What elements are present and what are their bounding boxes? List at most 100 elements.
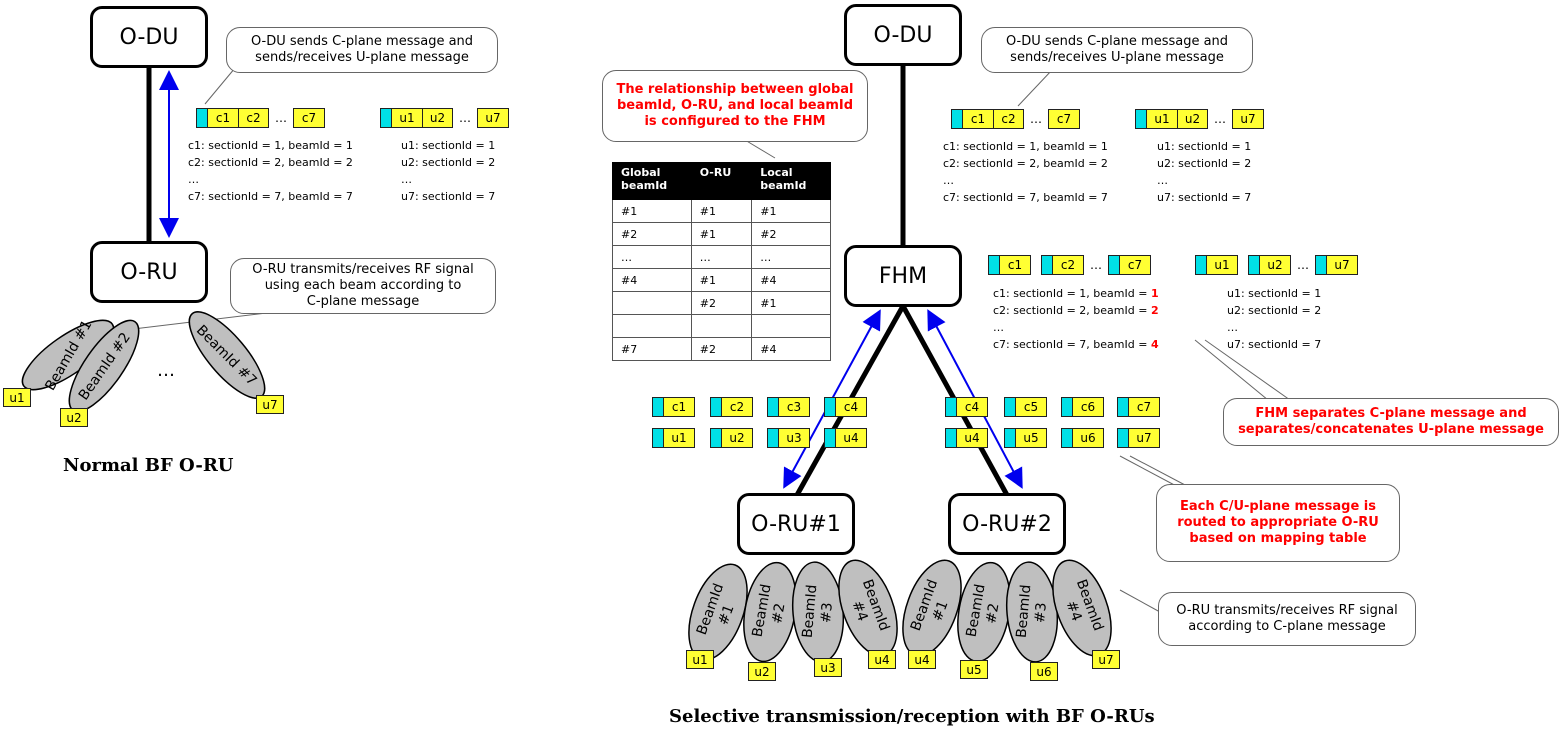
message-box: u3	[767, 428, 810, 448]
cplane-marker	[1316, 256, 1327, 274]
left-beam-dots: …	[157, 360, 175, 381]
message-box: c7	[1117, 397, 1160, 417]
fhm-box: FHM	[844, 245, 962, 307]
right-caption: Selective transmission/reception with BF…	[669, 706, 1155, 727]
mapping-table-cell: …	[612, 245, 692, 269]
left-cplane-info: c1: sectionId = 1, beamId = 1 c2: sectio…	[188, 137, 353, 205]
uplane-message: u7	[477, 108, 509, 128]
mapping-table-row: #2#1#2	[612, 222, 831, 246]
callout-line: O-RU transmits/receives RF signal	[1176, 603, 1398, 618]
cplane-marker	[1118, 429, 1129, 447]
info-line: u7: sectionId = 7	[1157, 191, 1252, 204]
local-beamid: 2	[1150, 304, 1159, 317]
callout-line: separates/concatenates U-plane message	[1238, 422, 1544, 437]
left-uplane-info: u1: sectionId = 1 u2: sectionId = 2 … u7…	[401, 137, 495, 205]
info-line: c7: sectionId = 7, beamId = 7	[188, 190, 353, 203]
header-line: beamId	[621, 179, 668, 192]
local-beamid: 4	[1150, 338, 1159, 351]
message: c1	[652, 397, 695, 417]
message-label: u4	[836, 429, 866, 447]
header-line: Global	[621, 166, 661, 179]
cplane-message: c1	[988, 255, 1031, 275]
callout-line: routed to appropriate O-RU	[1177, 515, 1379, 530]
message-label: u3	[779, 429, 809, 447]
mapping-table-cell: #2	[751, 222, 831, 246]
fhm-uplane-messages: u1 u2 … u7	[1195, 255, 1358, 275]
fhm-cplane-info: c1: sectionId = 1, beamId = 1 c2: sectio…	[993, 285, 1159, 353]
info-line: c7: sectionId = 7, beamId = 7	[943, 191, 1108, 204]
message-box: c2	[710, 397, 753, 417]
right-callout-route-pointer-a	[1119, 455, 1181, 489]
msg-dots: …	[1090, 258, 1102, 272]
fhm-uplane-info: u1: sectionId = 1 u2: sectionId = 2 … u7…	[1227, 285, 1321, 353]
right-callout-config-pointer	[744, 139, 776, 159]
message-label: u1	[664, 429, 694, 447]
right-odu-label: O-DU	[873, 22, 933, 48]
info-line: u7: sectionId = 7	[1227, 338, 1322, 351]
mapping-table-cell: #7	[612, 337, 692, 361]
info-line: …	[401, 173, 412, 186]
message: u1	[652, 428, 695, 448]
callout-line: Each C/U-plane message is	[1180, 499, 1376, 514]
right-callout-odu: O-DU sends C-plane message and sends/rec…	[981, 27, 1253, 73]
left-beam-tag-u1: u1	[3, 388, 31, 407]
message: u4	[945, 428, 988, 448]
message: u6	[1061, 428, 1104, 448]
left-beams: BeamId #1 BeamId #2 BeamId #7 …	[21, 311, 266, 413]
cplane-marker	[1196, 256, 1207, 274]
right-callout-oru: O-RU transmits/receives RF signal accord…	[1158, 592, 1416, 646]
cplane-marker	[1249, 256, 1260, 274]
right-odu-cplane-info: c1: sectionId = 1, beamId = 1 c2: sectio…	[943, 138, 1108, 206]
oru1-box: O-RU#1	[737, 493, 855, 555]
cplane-marker	[1118, 398, 1129, 416]
beam-label: #3	[1032, 602, 1050, 624]
cplane-marker	[711, 398, 722, 416]
beam-label: #4	[1062, 599, 1084, 624]
header-oru: O-RU	[690, 162, 753, 200]
info-text: c2: sectionId = 2, beamId =	[993, 304, 1151, 317]
header-line: Local	[760, 166, 793, 179]
mapping-table-cell: #1	[751, 199, 831, 223]
beam-tag: u7	[1092, 650, 1120, 669]
message-label: c7	[1129, 398, 1159, 416]
cplane-marker	[768, 429, 779, 447]
message-box: u2	[710, 428, 753, 448]
info-line: …	[993, 319, 1159, 336]
info-line: c1: sectionId = 1, beamId = 1	[993, 285, 1159, 302]
message-box: c3	[767, 397, 810, 417]
callout-line: using each beam according to	[264, 278, 462, 293]
info-text: c1: sectionId = 1, beamId =	[993, 287, 1151, 300]
callout-line: based on mapping table	[1189, 531, 1367, 546]
cplane-message: c2	[1041, 255, 1084, 275]
beam-tag: u2	[748, 662, 776, 681]
cplane-marker	[946, 398, 957, 416]
message-label: c6	[1073, 398, 1103, 416]
msg-u2: u2	[1177, 110, 1207, 128]
mapping-table-cell: #1	[751, 291, 831, 315]
mapping-table-cell: #2	[690, 291, 753, 315]
msg-c1: c1	[208, 109, 238, 127]
message: c4	[824, 397, 867, 417]
callout-line: FHM separates C-plane message and	[1255, 406, 1527, 421]
cplane-marker	[952, 110, 963, 128]
beam-tag: u4	[868, 650, 896, 669]
msg-dots: …	[275, 111, 287, 125]
callout-line: O-DU sends C-plane message and	[250, 34, 474, 49]
uplane-message: u7	[1232, 109, 1264, 129]
message-box: u6	[1061, 428, 1104, 448]
mapping-table-cell: #4	[751, 337, 831, 361]
mapping-table-row: #2#1	[612, 291, 831, 315]
info-line: c1: sectionId = 1, beamId = 1	[943, 140, 1108, 153]
mapping-table-body: #1#1#1#2#1#2………#4#1#4#2#1#7#2#4	[612, 199, 831, 361]
info-line: u1: sectionId = 1	[1227, 287, 1322, 300]
uplane-message: u1	[1195, 255, 1238, 275]
message: c2	[710, 397, 753, 417]
message-label: c2	[722, 398, 752, 416]
message: c3	[767, 397, 810, 417]
